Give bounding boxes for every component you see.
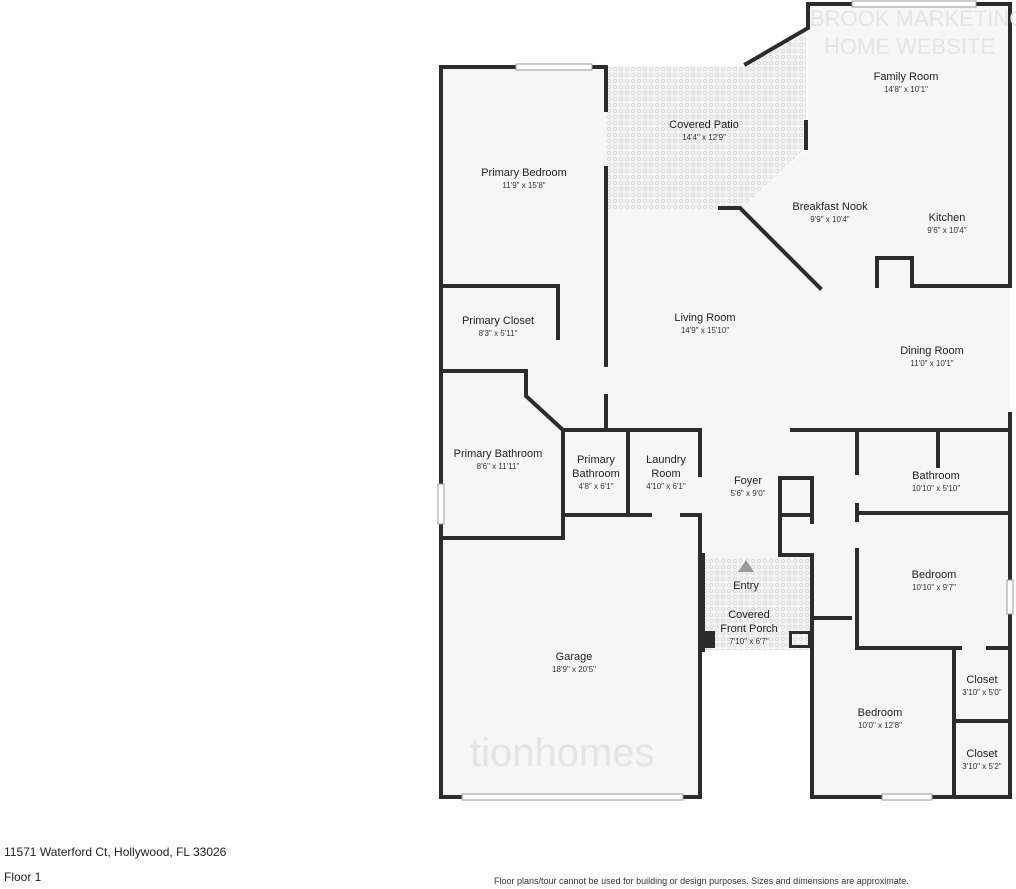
svg-text:14'9" x 15'10": 14'9" x 15'10"	[681, 326, 729, 335]
floor-label: Floor 1	[4, 870, 42, 884]
svg-text:Closet: Closet	[966, 674, 997, 686]
svg-text:Covered: Covered	[728, 609, 770, 621]
svg-text:11'9" x 15'8": 11'9" x 15'8"	[502, 181, 545, 190]
watermark-top-2: HOME WEBSITE	[824, 34, 995, 59]
svg-text:Primary Bathroom: Primary Bathroom	[454, 448, 543, 460]
svg-text:Garage: Garage	[556, 651, 593, 663]
room-covered-patio: Covered Patio 14'4" x 12'9"	[669, 119, 739, 142]
svg-text:Family Room: Family Room	[874, 71, 939, 83]
room-entry: Entry	[733, 580, 759, 592]
svg-text:Bedroom: Bedroom	[912, 569, 957, 581]
svg-text:Primary Closet: Primary Closet	[462, 315, 534, 327]
watermark-center: tionhomes	[470, 731, 655, 775]
entry-arrow-icon	[738, 560, 754, 572]
svg-text:10'10" x 9'7": 10'10" x 9'7"	[912, 583, 956, 592]
svg-text:Living Room: Living Room	[674, 312, 735, 324]
room-laundry-room: Laundry Room 4'10" x 6'1"	[646, 454, 686, 491]
porch-columns	[702, 631, 811, 648]
room-closet-2: Closet 3'10" x 5'2"	[962, 748, 1002, 771]
svg-text:Front Porch: Front Porch	[720, 623, 777, 635]
svg-text:Entry: Entry	[733, 580, 759, 592]
room-closet-1: Closet 3'10" x 5'0"	[962, 674, 1002, 697]
svg-text:3'10" x 5'0": 3'10" x 5'0"	[962, 688, 1002, 697]
svg-text:Kitchen: Kitchen	[929, 212, 966, 224]
svg-text:10'10" x 5'10": 10'10" x 5'10"	[912, 484, 960, 493]
watermark-top: BROOK MARKETING	[810, 6, 1016, 31]
room-primary-closet: Primary Closet 8'3" x 5'11"	[462, 315, 534, 338]
svg-text:14'8" x 10'1": 14'8" x 10'1"	[884, 85, 928, 94]
windows	[437, 0, 1014, 801]
svg-text:9'6" x 10'4": 9'6" x 10'4"	[927, 226, 967, 235]
floor-fill	[441, 4, 1010, 797]
walls	[439, 2, 1012, 799]
covered-patio-area	[606, 34, 806, 210]
svg-text:Bathroom: Bathroom	[912, 470, 960, 482]
svg-text:Primary Bedroom: Primary Bedroom	[481, 167, 567, 179]
room-kitchen: Kitchen 9'6" x 10'4"	[927, 212, 967, 235]
svg-text:7'10" x 6'7": 7'10" x 6'7"	[729, 637, 769, 646]
svg-text:Dining Room: Dining Room	[900, 345, 964, 357]
svg-text:Laundry: Laundry	[646, 454, 686, 466]
svg-text:8'6" x 11'11": 8'6" x 11'11"	[477, 462, 520, 471]
property-address: 11571 Waterford Ct, Hollywood, FL 33026	[4, 845, 227, 859]
room-primary-bedroom: Primary Bedroom 11'9" x 15'8"	[481, 167, 567, 190]
room-garage: Garage 18'9" x 20'5"	[552, 651, 596, 674]
svg-text:11'0" x 10'1": 11'0" x 10'1"	[910, 359, 953, 368]
svg-text:4'10" x 6'1": 4'10" x 6'1"	[646, 482, 686, 491]
svg-text:9'9" x 10'4": 9'9" x 10'4"	[810, 215, 850, 224]
svg-text:4'8" x 6'1": 4'8" x 6'1"	[579, 482, 614, 491]
room-primary-bathroom: Primary Bathroom 8'6" x 11'11"	[454, 448, 543, 471]
svg-text:18'9" x 20'5": 18'9" x 20'5"	[552, 665, 596, 674]
svg-text:Room: Room	[651, 468, 680, 480]
svg-text:5'6" x 9'0": 5'6" x 9'0"	[731, 489, 766, 498]
svg-text:Covered Patio: Covered Patio	[669, 119, 739, 131]
svg-text:14'4" x 12'9": 14'4" x 12'9"	[682, 133, 726, 142]
svg-text:Bathroom: Bathroom	[572, 468, 620, 480]
room-bathroom: Bathroom 10'10" x 5'10"	[912, 470, 960, 493]
svg-text:10'0" x 12'8": 10'0" x 12'8"	[858, 721, 902, 730]
svg-text:Closet: Closet	[966, 748, 997, 760]
room-covered-front-porch: Covered Front Porch 7'10" x 6'7"	[720, 609, 777, 646]
svg-text:Bedroom: Bedroom	[858, 707, 903, 719]
room-family-room: Family Room 14'8" x 10'1"	[874, 71, 939, 94]
room-bedroom-1: Bedroom 10'10" x 9'7"	[912, 569, 957, 592]
svg-text:Primary: Primary	[577, 454, 615, 466]
room-living-room: Living Room 14'9" x 15'10"	[674, 312, 735, 335]
svg-text:8'3" x 5'11": 8'3" x 5'11"	[479, 329, 518, 338]
disclaimer-text: Floor plans/tour cannot be used for buil…	[494, 876, 909, 886]
room-primary-bathroom-small: Primary Bathroom 4'8" x 6'1"	[572, 454, 620, 491]
room-breakfast-nook: Breakfast Nook 9'9" x 10'4"	[792, 201, 868, 224]
svg-text:Foyer: Foyer	[734, 475, 762, 487]
room-foyer: Foyer 5'6" x 9'0"	[731, 475, 766, 498]
room-dining-room: Dining Room 11'0" x 10'1"	[900, 345, 964, 368]
svg-text:Breakfast Nook: Breakfast Nook	[792, 201, 868, 213]
room-bedroom-2: Bedroom 10'0" x 12'8"	[858, 707, 903, 730]
svg-text:3'10" x 5'2": 3'10" x 5'2"	[962, 762, 1002, 771]
